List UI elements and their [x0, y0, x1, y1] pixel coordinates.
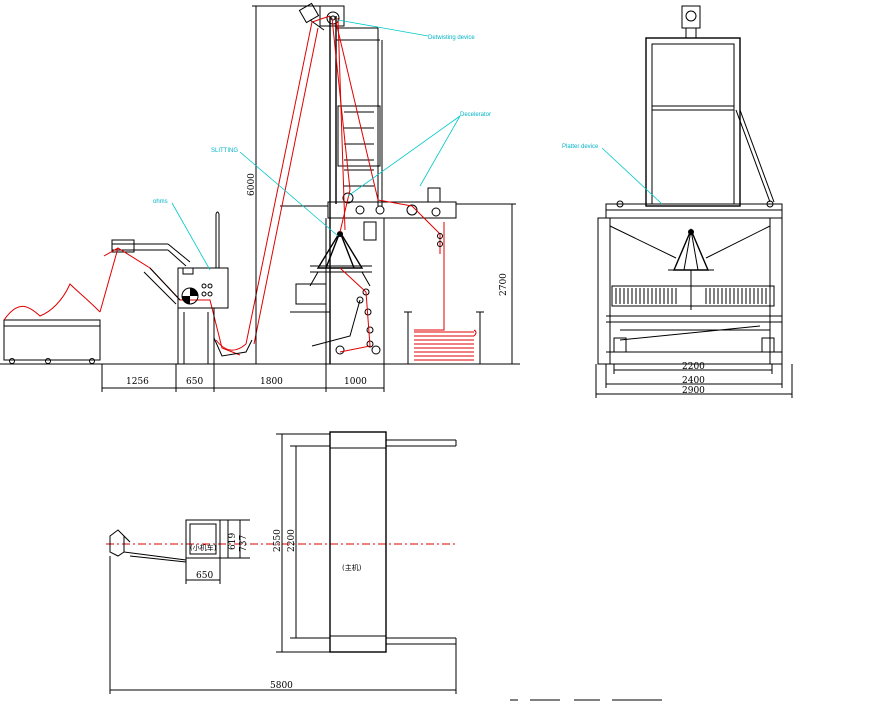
front-dim-2400-label: 2400 [682, 376, 705, 386]
plan-dim-2200-label: 2200 [287, 529, 297, 552]
callout-slitting: SLITTING [211, 148, 238, 154]
plan-main-machine [329, 431, 387, 653]
main-machine-tower [245, 2, 457, 364]
dim-1800-label: 1800 [260, 377, 283, 387]
dim-1256-label: 1256 [126, 377, 149, 387]
dim-1000-label: 1000 [344, 377, 367, 387]
dim-6000-label: 6000 [247, 173, 257, 196]
front-rollers [611, 285, 775, 307]
main-machine-label: (主机) [342, 563, 362, 572]
plan-dim-5800-label: 5800 [270, 681, 293, 691]
cart-wheel [45, 358, 51, 364]
front-slitting-head [672, 228, 710, 271]
dim-650-label: 650 [186, 377, 203, 387]
side-view: 6000 2700 1256 650 1800 1000 Detwisting … [0, 2, 520, 392]
motor-box [295, 283, 327, 305]
callout-ohms: ohms [153, 199, 168, 205]
dim-2700-label: 2700 [499, 273, 509, 296]
fabric-path-up [245, 15, 331, 345]
front-dim-2900-label: 2900 [682, 386, 705, 396]
side-horizontal-dims: 1256 650 1800 1000 [101, 364, 385, 392]
front-dim-2200-label: 2200 [682, 362, 705, 372]
plan-feed-guide [109, 529, 125, 557]
front-tower-frame [645, 37, 741, 207]
plan-small-machine [185, 519, 221, 559]
cart-wheel [89, 358, 95, 364]
callout-platter: Platter device [562, 144, 599, 150]
front-view: 2200 2400 2900 Platter device [562, 5, 793, 398]
plan-view: (小机车) 619 737 650 (主机) 2550 2200 [106, 431, 457, 694]
plan-dim-619-label: 619 [228, 533, 238, 550]
side-callouts: Detwisting device Decelerator SLITTING o… [153, 19, 491, 271]
output-stack [404, 222, 484, 364]
front-platform [605, 203, 783, 219]
ladder [337, 105, 381, 167]
small-machine [143, 211, 253, 365]
folded-fabric [414, 331, 474, 361]
small-machine-label: (小机车) [190, 543, 217, 552]
callout-detwisting: Detwisting device [428, 35, 475, 41]
plan-dim-650-label: 650 [196, 571, 213, 581]
dim-6000: 6000 [247, 5, 320, 365]
plan-dim-737-label: 737 [239, 535, 249, 552]
detwisting-device [298, 2, 345, 31]
small-machine-stand [177, 307, 215, 365]
callout-decelerator: Decelerator [460, 112, 491, 118]
fabric-cart [3, 283, 101, 364]
cart-wheel [9, 358, 15, 364]
plan-dim-2550-label: 2550 [273, 529, 283, 552]
fabric-pile [3, 283, 101, 321]
dim-2700: 2700 [456, 203, 516, 365]
cart-body [3, 319, 101, 361]
slitting-head [309, 230, 372, 287]
